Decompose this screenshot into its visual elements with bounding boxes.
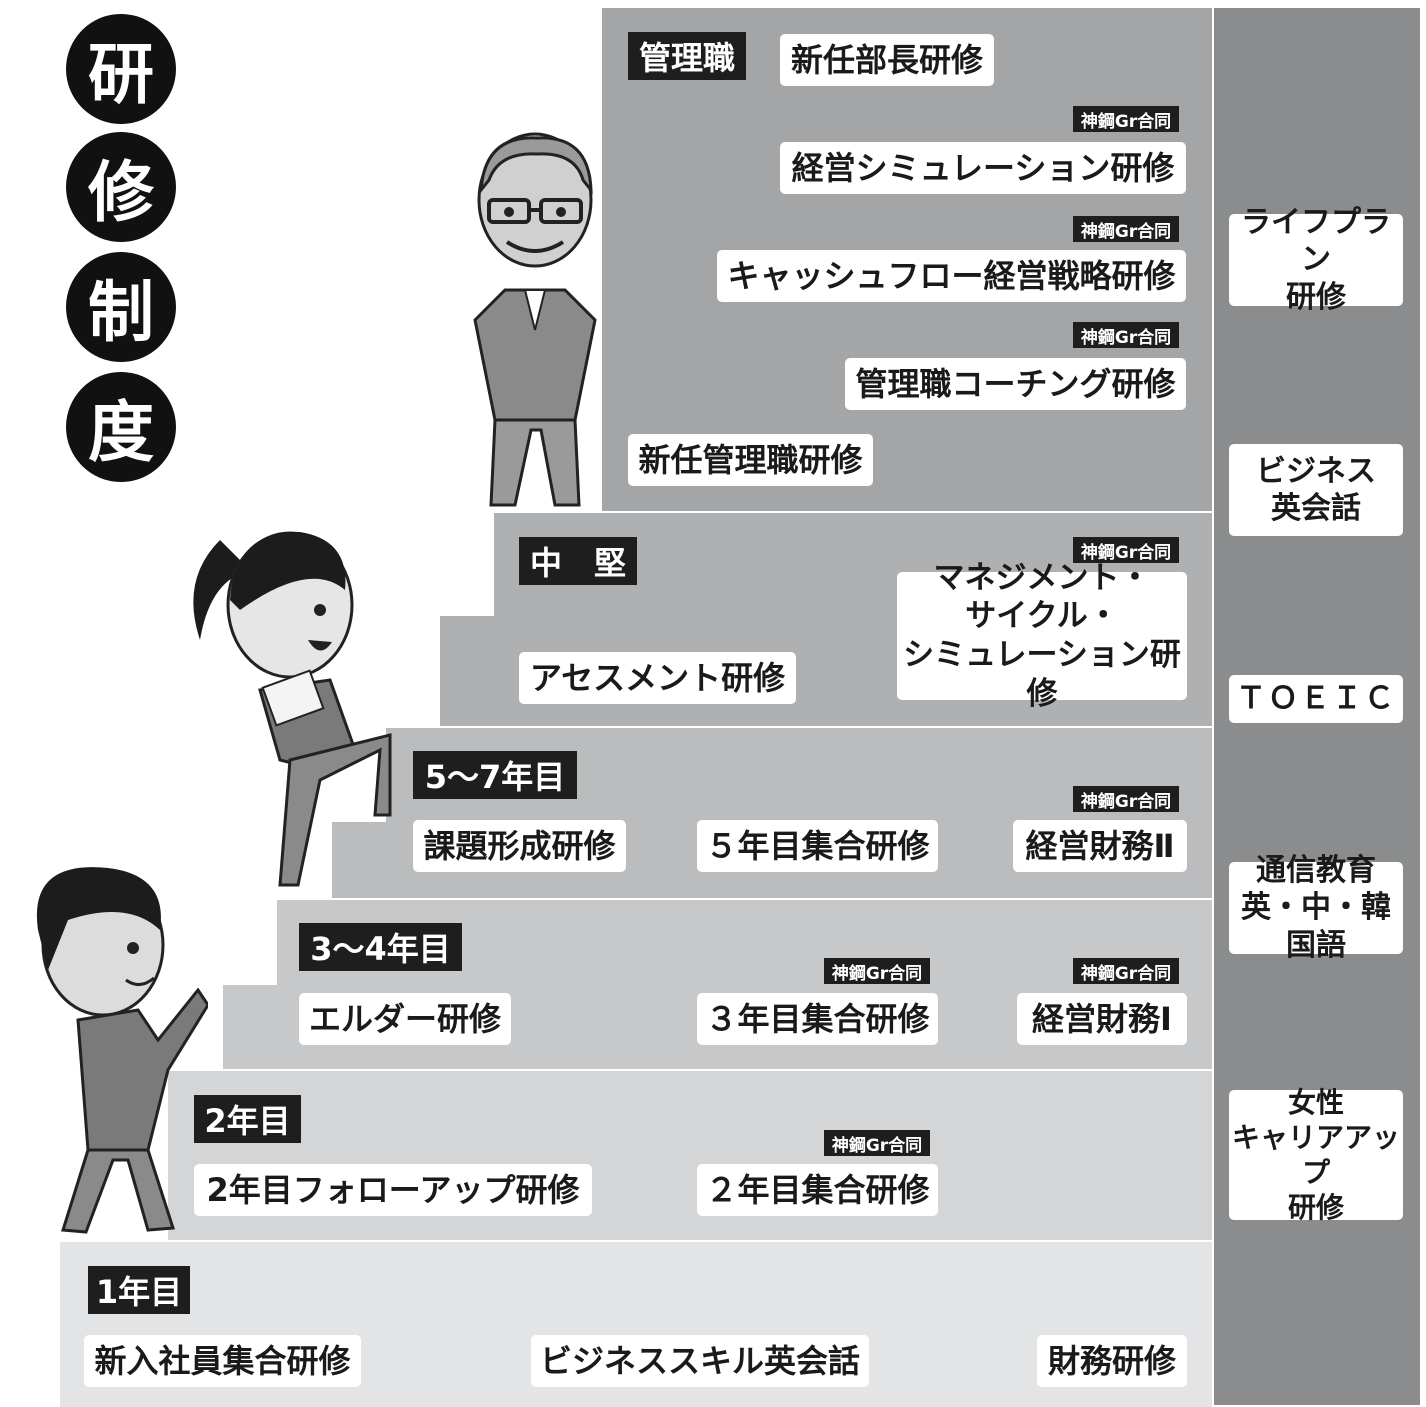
course-business-skill-english: ビジネススキル英会話	[531, 1335, 869, 1387]
woman-illustration	[193, 531, 392, 887]
side-correspondence: 通信教育 英・中・韓国語	[1229, 853, 1403, 963]
title-char-4: 度	[66, 372, 176, 482]
step-mid-lower	[440, 616, 500, 726]
title-char-3: 制	[66, 252, 176, 362]
level-y2: 2年目	[194, 1095, 301, 1143]
level-manager: 管理職	[628, 32, 746, 80]
side-business-english: ビジネス 英会話	[1229, 444, 1403, 536]
young-man-illustration	[36, 867, 208, 1234]
tag-joint-5: 神鋼Gr合同	[1073, 786, 1179, 812]
level-mid: 中 堅	[519, 537, 637, 585]
step-y2	[168, 1069, 1212, 1242]
course-year2-group: ２年目集合研修	[697, 1164, 938, 1216]
side-women-career: 女性 キャリアアップ 研修	[1229, 1086, 1403, 1224]
title-char-2: 修	[66, 132, 176, 242]
level-y5-7: 5〜7年目	[413, 751, 577, 799]
level-y1: 1年目	[88, 1266, 190, 1314]
side-lifeplan: ライフプラン 研修	[1229, 205, 1403, 315]
msc-line-1: マネジメント・	[933, 559, 1151, 596]
msc-line-2: サイクル・	[965, 598, 1119, 635]
course-management-simulation: 経営シミュレーション研修	[780, 142, 1186, 194]
step-y3-4-lower	[223, 985, 283, 1069]
tag-joint-3: 神鋼Gr合同	[1073, 322, 1179, 348]
course-finance: 財務研修	[1037, 1335, 1187, 1387]
course-finance-2: 経営財務Ⅱ	[1013, 820, 1187, 872]
tag-joint-6: 神鋼Gr合同	[824, 958, 930, 984]
title-char-1: 研	[66, 14, 176, 124]
course-year5-group: ５年目集合研修	[697, 820, 938, 872]
course-new-general-manager: 新任部長研修	[780, 34, 994, 86]
tag-joint-8: 神鋼Gr合同	[824, 1130, 930, 1156]
course-assessment: アセスメント研修	[519, 652, 796, 704]
tag-joint-7: 神鋼Gr合同	[1073, 958, 1179, 984]
side-toeic: ＴＯＥＩＣ	[1229, 675, 1403, 723]
course-cashflow-strategy: キャッシュフロー経営戦略研修	[717, 250, 1186, 302]
course-newcomer-group: 新入社員集合研修	[84, 1335, 361, 1387]
level-y3-4: 3〜4年目	[299, 923, 462, 971]
tag-joint-1: 神鋼Gr合同	[1073, 106, 1179, 132]
course-elder: エルダー研修	[299, 993, 511, 1045]
step-y5-7-lower	[332, 822, 392, 898]
msc-line-3: シミュレーション研修	[903, 637, 1181, 712]
course-new-manager: 新任管理職研修	[628, 434, 873, 486]
course-manager-coaching: 管理職コーチング研修	[845, 358, 1186, 410]
tag-joint-4: 神鋼Gr合同	[1073, 537, 1179, 563]
course-year3-group: ３年目集合研修	[697, 993, 938, 1045]
course-year2-followup: 2年目フォローアップ研修	[194, 1164, 592, 1216]
course-management-cycle-simulation: マネジメント・ サイクル・ シミュレーション研修	[897, 560, 1187, 712]
man-manager-illustration	[473, 132, 597, 507]
tag-joint-2: 神鋼Gr合同	[1073, 216, 1179, 242]
course-issue-formation: 課題形成研修	[413, 820, 626, 872]
course-finance-1: 経営財務Ⅰ	[1017, 993, 1187, 1045]
